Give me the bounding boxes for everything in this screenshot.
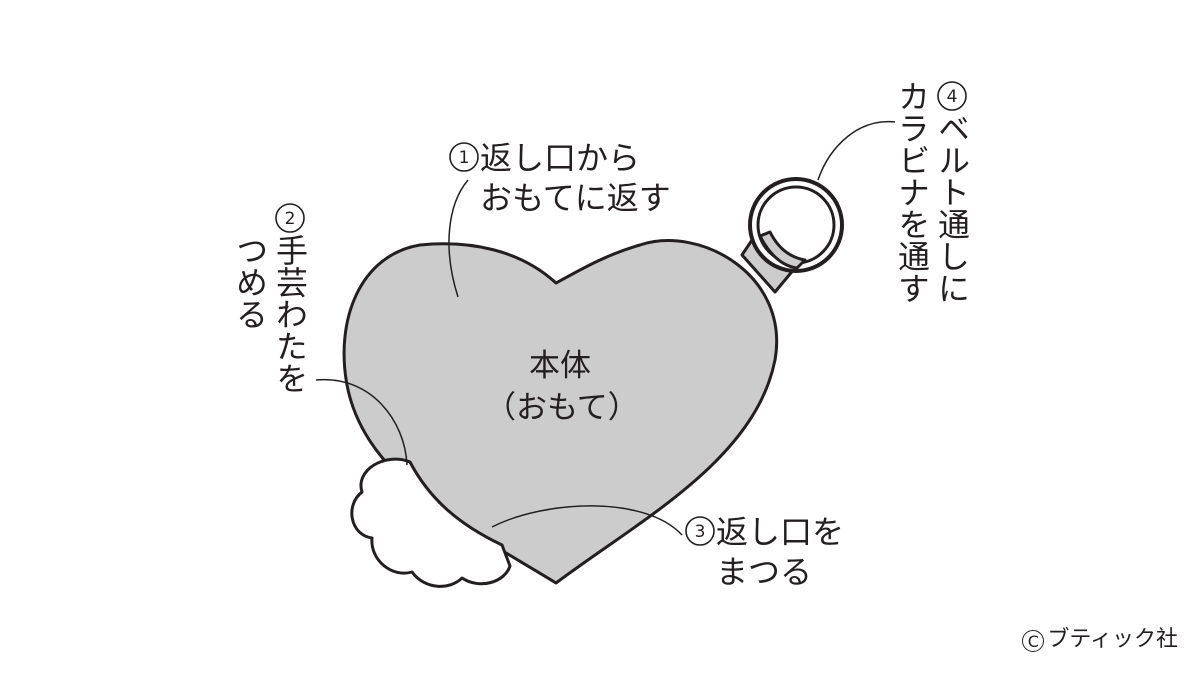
heart-body [342, 239, 779, 585]
step2-label: 2 手芸わたを つめる [228, 202, 309, 402]
step2-number: 2 [285, 209, 296, 229]
circled-number-1-icon: 1 [449, 142, 479, 172]
circled-number-3-icon: 3 [685, 516, 715, 546]
circled-number-2-icon: 2 [275, 203, 305, 233]
step4-line1: ベルト通しに [933, 112, 971, 304]
leader-line-step3 [491, 505, 683, 536]
step3-line1: 返し口を [716, 513, 845, 551]
body-label-line1: 本体 [529, 348, 591, 384]
step3-label: 3 返し口を まつる [684, 512, 844, 592]
step1-number: 1 [459, 148, 470, 168]
body-label: 本体 （おもて） [485, 345, 639, 429]
copyright-text: ブティック社 [1047, 627, 1178, 652]
copyright-icon: C [1022, 630, 1045, 652]
leader-line-step4 [817, 120, 896, 181]
stuffing-cotton [350, 457, 512, 588]
body-label-line2: （おもて） [485, 390, 639, 426]
step4-number: 4 [947, 87, 958, 107]
step3-line2: まつる [716, 553, 813, 591]
step1-line1: 返し口から [480, 139, 641, 177]
step4-line2: カラビナを通す [893, 80, 931, 304]
step4-label: 4 ベルト通しに カラビナを通す [892, 80, 972, 330]
step3-number: 3 [695, 522, 706, 542]
leader-line-step2 [315, 378, 408, 466]
circled-number-4-icon: 4 [937, 81, 967, 111]
carabiner-ring [748, 177, 844, 273]
step2-line2: つめる [231, 234, 269, 330]
leader-line-step1 [448, 179, 469, 298]
step1-label: 1 返し口から おもてに返す [448, 138, 671, 218]
step1-line2: おもてに返す [480, 179, 671, 217]
step2-line1: 手芸わたを [271, 234, 309, 394]
